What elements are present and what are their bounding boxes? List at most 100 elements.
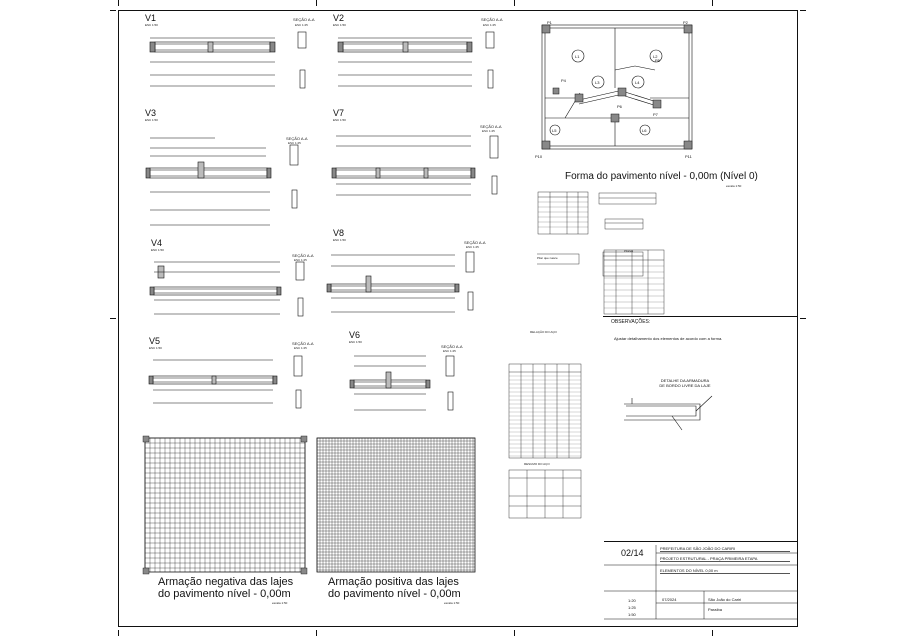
steel-summary-table xyxy=(508,469,582,519)
slab-label: L5 xyxy=(552,128,557,133)
beam-v7-title: V7 xyxy=(333,108,345,118)
positive-slab-scale: escala 1:50 xyxy=(444,601,460,605)
observations-panel xyxy=(603,316,797,541)
slab-label: L1 xyxy=(575,54,580,59)
steel-summary-title: RESUMO DO AÇO xyxy=(524,462,550,466)
beam-v4-title: V4 xyxy=(151,238,163,248)
section-scale: ESC 1:25 xyxy=(443,349,456,353)
section-label: SEÇÃO A-A xyxy=(481,17,503,22)
section-label: SEÇÃO A-A xyxy=(293,17,315,22)
steel-relation-table xyxy=(508,363,582,459)
section-scale: ESC 1:25 xyxy=(288,141,301,145)
crop-mark xyxy=(110,10,116,11)
title-block-grid xyxy=(604,545,798,620)
edge-detail-title-line1: DETALHE DA ARMADURA xyxy=(660,378,710,383)
positive-slab-grid xyxy=(316,437,476,573)
edge-detail-title: DETALHE DA ARMADURA DE BORDO LIVRE DA LA… xyxy=(650,378,720,388)
state-name: Paraíba xyxy=(708,607,723,612)
pillars-table xyxy=(603,249,665,315)
beam-v4-scale: ESC 1:50 xyxy=(151,248,164,252)
section-label: SEÇÃO A-A xyxy=(292,253,314,258)
section-label: SEÇÃO A-A xyxy=(441,344,463,349)
section-label: SEÇÃO A-A xyxy=(464,240,486,245)
forma-scale: escala 1:50 xyxy=(726,184,742,188)
slab-label: L6 xyxy=(642,128,647,133)
section-scale: ESC 1:25 xyxy=(294,346,307,350)
section-scale: ESC 1:25 xyxy=(483,23,496,27)
section-scale: ESC 1:25 xyxy=(294,258,307,262)
client-name: PREFEITURA DE SÃO JOÃO DO CARIRI xyxy=(660,546,790,552)
sheet-frame xyxy=(118,10,798,627)
pillar-label: P6 xyxy=(617,104,623,109)
crop-mark xyxy=(514,630,515,636)
crop-mark xyxy=(316,0,317,6)
observations-heading: OBSERVAÇÕES: xyxy=(611,319,651,325)
crop-mark xyxy=(316,630,317,636)
positive-slab-title-line2: do pavimento nível - 0,00m xyxy=(328,588,461,600)
beam-v8-scale: ESC 1:50 xyxy=(333,238,346,242)
negative-slab-scale: escala 1:50 xyxy=(272,601,288,605)
pillar-label: P5 xyxy=(655,58,661,63)
beam-v1-scale: ESC 1:50 xyxy=(145,23,158,27)
observations-text: Ajustar detalhamento dos elementos de ac… xyxy=(614,336,723,341)
pillar-label: P10 xyxy=(535,154,543,159)
beam-v1-title: V1 xyxy=(145,13,157,23)
scale-item: 1:50 xyxy=(628,612,636,617)
crop-mark xyxy=(800,318,806,319)
sheet-number: 02/14 xyxy=(621,548,644,558)
edge-detail-drawing xyxy=(624,395,713,431)
pillar-label: P11 xyxy=(685,154,693,159)
crop-mark xyxy=(118,0,119,6)
beam-v2-scale: ESC 1:50 xyxy=(333,23,346,27)
beam-v6-title: V6 xyxy=(349,330,361,340)
pillar-label: P2 xyxy=(683,20,689,25)
section-label: SEÇÃO A-A xyxy=(286,136,308,141)
slab-label: L3 xyxy=(595,80,600,85)
beam-v7-scale: ESC 1:50 xyxy=(333,118,346,122)
section-scale: ESC 1:25 xyxy=(466,245,479,249)
negative-slab-title: Armação negativa das lajes do pavimento … xyxy=(158,576,293,600)
pillar-label: P7 xyxy=(653,112,659,117)
section-scale: ESC 1:25 xyxy=(482,129,495,133)
sheet-content: ELEMENTOS DO NÍVEL 0,00 m xyxy=(660,568,790,574)
beam-v3-scale: ESC 1:50 xyxy=(145,118,158,122)
forma-title: Forma do pavimento nível - 0,00m (Nível … xyxy=(565,171,758,182)
negative-slab-grid xyxy=(142,435,308,575)
title-block xyxy=(604,541,797,626)
pillar-label: P1 xyxy=(547,20,553,25)
steel-relation-title: RELAÇÃO DO AÇO xyxy=(530,330,557,334)
beam-v6-scale: ESC 1:50 xyxy=(349,340,362,344)
section-scale: ESC 1:25 xyxy=(295,23,308,27)
drawing-date: 07/2024 xyxy=(662,597,677,602)
slab-label: L4 xyxy=(635,80,640,85)
forma-floor-plan: P1 P2 P4 P5 P6 P7 P10 P11 L1 L2 L3 L4 L5… xyxy=(535,20,693,159)
beam-v2-title: V2 xyxy=(333,13,345,23)
beam-v3-title: V3 xyxy=(145,108,157,118)
pillar-label: P4 xyxy=(561,78,567,83)
city-name: São João do Cariri xyxy=(708,597,742,602)
section-label: SEÇÃO A-A xyxy=(292,341,314,346)
positive-slab-title: Armação positiva das lajes do pavimento … xyxy=(328,576,461,600)
crop-mark xyxy=(712,630,713,636)
forma-tables xyxy=(537,191,657,277)
beam-v8-title: V8 xyxy=(333,228,345,238)
beam-v5-title: V5 xyxy=(149,336,161,346)
crop-mark xyxy=(514,0,515,6)
scales-list: 1:20 1:25 1:50 xyxy=(628,597,636,618)
negative-slab-title-line2: do pavimento nível - 0,00m xyxy=(158,588,291,600)
crop-mark xyxy=(712,0,713,6)
beam-v5-scale: ESC 1:50 xyxy=(149,346,162,350)
slab-label: L2 xyxy=(653,54,658,59)
positive-slab-title-line1: Armação positiva das lajes xyxy=(328,576,459,588)
legend-pillar: Pilar que nasce xyxy=(537,256,558,260)
pillars-table-title: Pilares xyxy=(624,249,634,253)
crop-mark xyxy=(800,10,806,11)
project-name: PROJETO ESTRUTURAL - PRAÇA PRIMEIRA ETAP… xyxy=(660,556,790,562)
scale-item: 1:25 xyxy=(628,605,636,610)
scale-item: 1:20 xyxy=(628,598,636,603)
crop-mark xyxy=(118,630,119,636)
negative-slab-title-line1: Armação negativa das lajes xyxy=(158,576,294,588)
section-label: SEÇÃO A-A xyxy=(480,124,502,129)
